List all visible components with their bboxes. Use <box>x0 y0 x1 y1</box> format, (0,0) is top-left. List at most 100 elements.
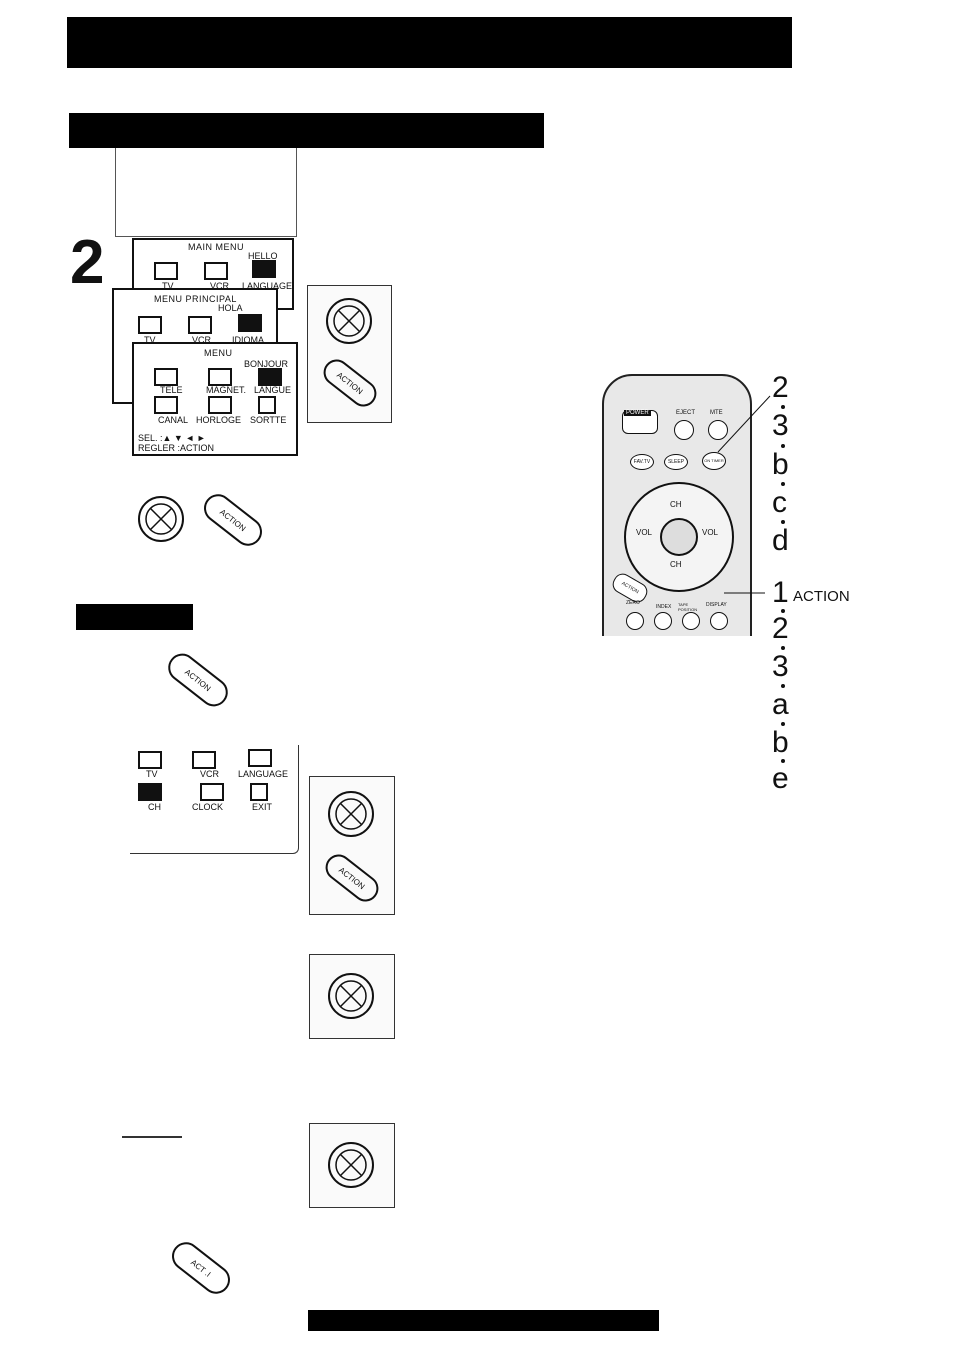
bottom-button[interactable] <box>626 612 644 630</box>
callout-dot <box>781 759 785 763</box>
exit-icon <box>258 396 276 414</box>
action-button-label: ACTION <box>337 865 367 891</box>
page-header-bar <box>67 17 792 68</box>
menu-item-label: LANGUE <box>254 385 292 395</box>
menu-item-label: VCR <box>200 769 220 779</box>
subsection-header-bar <box>76 604 193 630</box>
action-button[interactable]: ACT .I <box>166 1236 236 1300</box>
direction-pad-icon <box>326 298 372 344</box>
callout-label: b <box>772 726 789 759</box>
tv-icon <box>138 316 162 334</box>
callout-label: b <box>772 448 789 481</box>
direction-pad-icon <box>328 791 374 837</box>
action-button[interactable]: ACTION <box>198 488 268 552</box>
center-button[interactable] <box>660 518 698 556</box>
vol-plus-label: VOL <box>702 528 719 537</box>
callout-dot <box>781 405 785 409</box>
page-footer-bar <box>308 1310 659 1331</box>
vcr-icon <box>188 316 212 334</box>
eject-button-label: EJECT <box>676 410 696 416</box>
language-icon <box>252 260 276 278</box>
action-button[interactable]: ACTION <box>318 354 382 412</box>
bottom-button[interactable] <box>654 612 672 630</box>
partial-menu-screen: TV VCR LANGUAGE CH CLOCK EXIT <box>130 745 299 854</box>
greeting-label: HOLA <box>218 303 243 313</box>
menu-item-label: VCR <box>192 335 212 345</box>
direction-pad-icon <box>138 496 184 542</box>
idioma-icon <box>238 314 262 332</box>
vcr-icon <box>208 368 232 386</box>
clock-icon <box>208 396 232 414</box>
direction-pad-icon <box>328 1142 374 1188</box>
menu-title: MAIN MENU <box>188 242 244 252</box>
tv-icon <box>138 751 162 769</box>
menu-item-label: LANGUAGE <box>242 281 293 291</box>
channel-icon <box>138 783 162 801</box>
menu-title: MENU PRINCIPAL <box>154 294 237 304</box>
callout-dot <box>781 684 785 688</box>
blank-frame <box>115 148 297 237</box>
language-icon <box>248 749 272 767</box>
power-button-label: POWER <box>624 410 651 416</box>
ch-down-label: CH <box>670 560 682 569</box>
action-button[interactable]: ACTION <box>162 648 234 712</box>
callout-label: 3 <box>772 409 789 442</box>
menu-item-label: CH <box>148 802 161 812</box>
menu-item-label: MAGNET. <box>206 385 247 395</box>
callout-dot <box>781 609 785 613</box>
mute-button[interactable] <box>708 420 728 440</box>
step-number: 2 <box>70 228 105 297</box>
menu-item-label: EXIT <box>252 802 273 812</box>
callout-label: 2 <box>772 371 789 404</box>
menu-item-label: IDIOMA <box>232 335 265 345</box>
vcr-icon <box>204 262 228 280</box>
menu-item-label: TELE <box>160 385 183 395</box>
clock-icon <box>200 783 224 801</box>
display-label: DISPLAY <box>706 602 727 608</box>
ch-up-label: CH <box>670 500 682 509</box>
callout-dot <box>781 722 785 726</box>
french-menu-screen: MENU BONJOUR TELE MAGNET. LANGUE CANAL H… <box>132 342 298 456</box>
action-button-label: ACTION <box>183 667 213 693</box>
greeting-label: HELLO <box>248 251 278 261</box>
section-header-bar <box>69 113 544 148</box>
callout-label: a <box>772 688 789 721</box>
zero-label: ZERO <box>626 600 640 606</box>
menu-title: MENU <box>204 348 233 358</box>
button-panel: ACTION <box>309 776 395 915</box>
sleep-button[interactable]: SLEEP <box>664 454 688 470</box>
menu-item-label: TV <box>162 281 174 291</box>
bottom-button[interactable] <box>710 612 728 630</box>
menu-item-label: SORTTE <box>250 415 287 425</box>
callout-label: 1 <box>772 576 789 609</box>
tape-position-label: TAPE POSITION <box>678 602 698 612</box>
bottom-button[interactable] <box>682 612 700 630</box>
language-icon <box>258 368 282 386</box>
action-button-label: ACTION <box>335 370 365 396</box>
callout-label: 3 <box>772 650 789 683</box>
callout-dot <box>781 482 785 486</box>
tv-icon <box>154 368 178 386</box>
menu-item-label: TV <box>144 335 156 345</box>
menu-item-label: CLOCK <box>192 802 224 812</box>
menu-footer-sel: SEL. :▲ ▼ ◄ ► <box>138 433 206 443</box>
remote-control: POWER EJECT MTE FAV.TV SLEEP ON TIMER CH… <box>602 374 752 636</box>
action-button[interactable]: ACTION <box>320 849 384 907</box>
on-timer-button[interactable]: ON TIMER <box>702 452 726 470</box>
greeting-label: BONJOUR <box>244 359 289 369</box>
vol-minus-label: VOL <box>636 528 653 537</box>
button-panel <box>309 1123 395 1208</box>
index-label: INDEX <box>656 604 672 610</box>
antenna-icon <box>154 396 178 414</box>
callout-dot <box>781 646 785 650</box>
menu-item-label: TV <box>146 769 158 779</box>
tv-icon <box>154 262 178 280</box>
button-panel <box>309 954 395 1039</box>
eject-button[interactable] <box>674 420 694 440</box>
fav-button[interactable]: FAV.TV <box>630 454 654 470</box>
callout-dot <box>781 444 785 448</box>
action-button-label: ACTION <box>218 507 248 533</box>
menu-item-label: CANAL <box>158 415 189 425</box>
callout-label: e <box>772 762 789 795</box>
action-button-label: ACT .I <box>189 1257 213 1279</box>
